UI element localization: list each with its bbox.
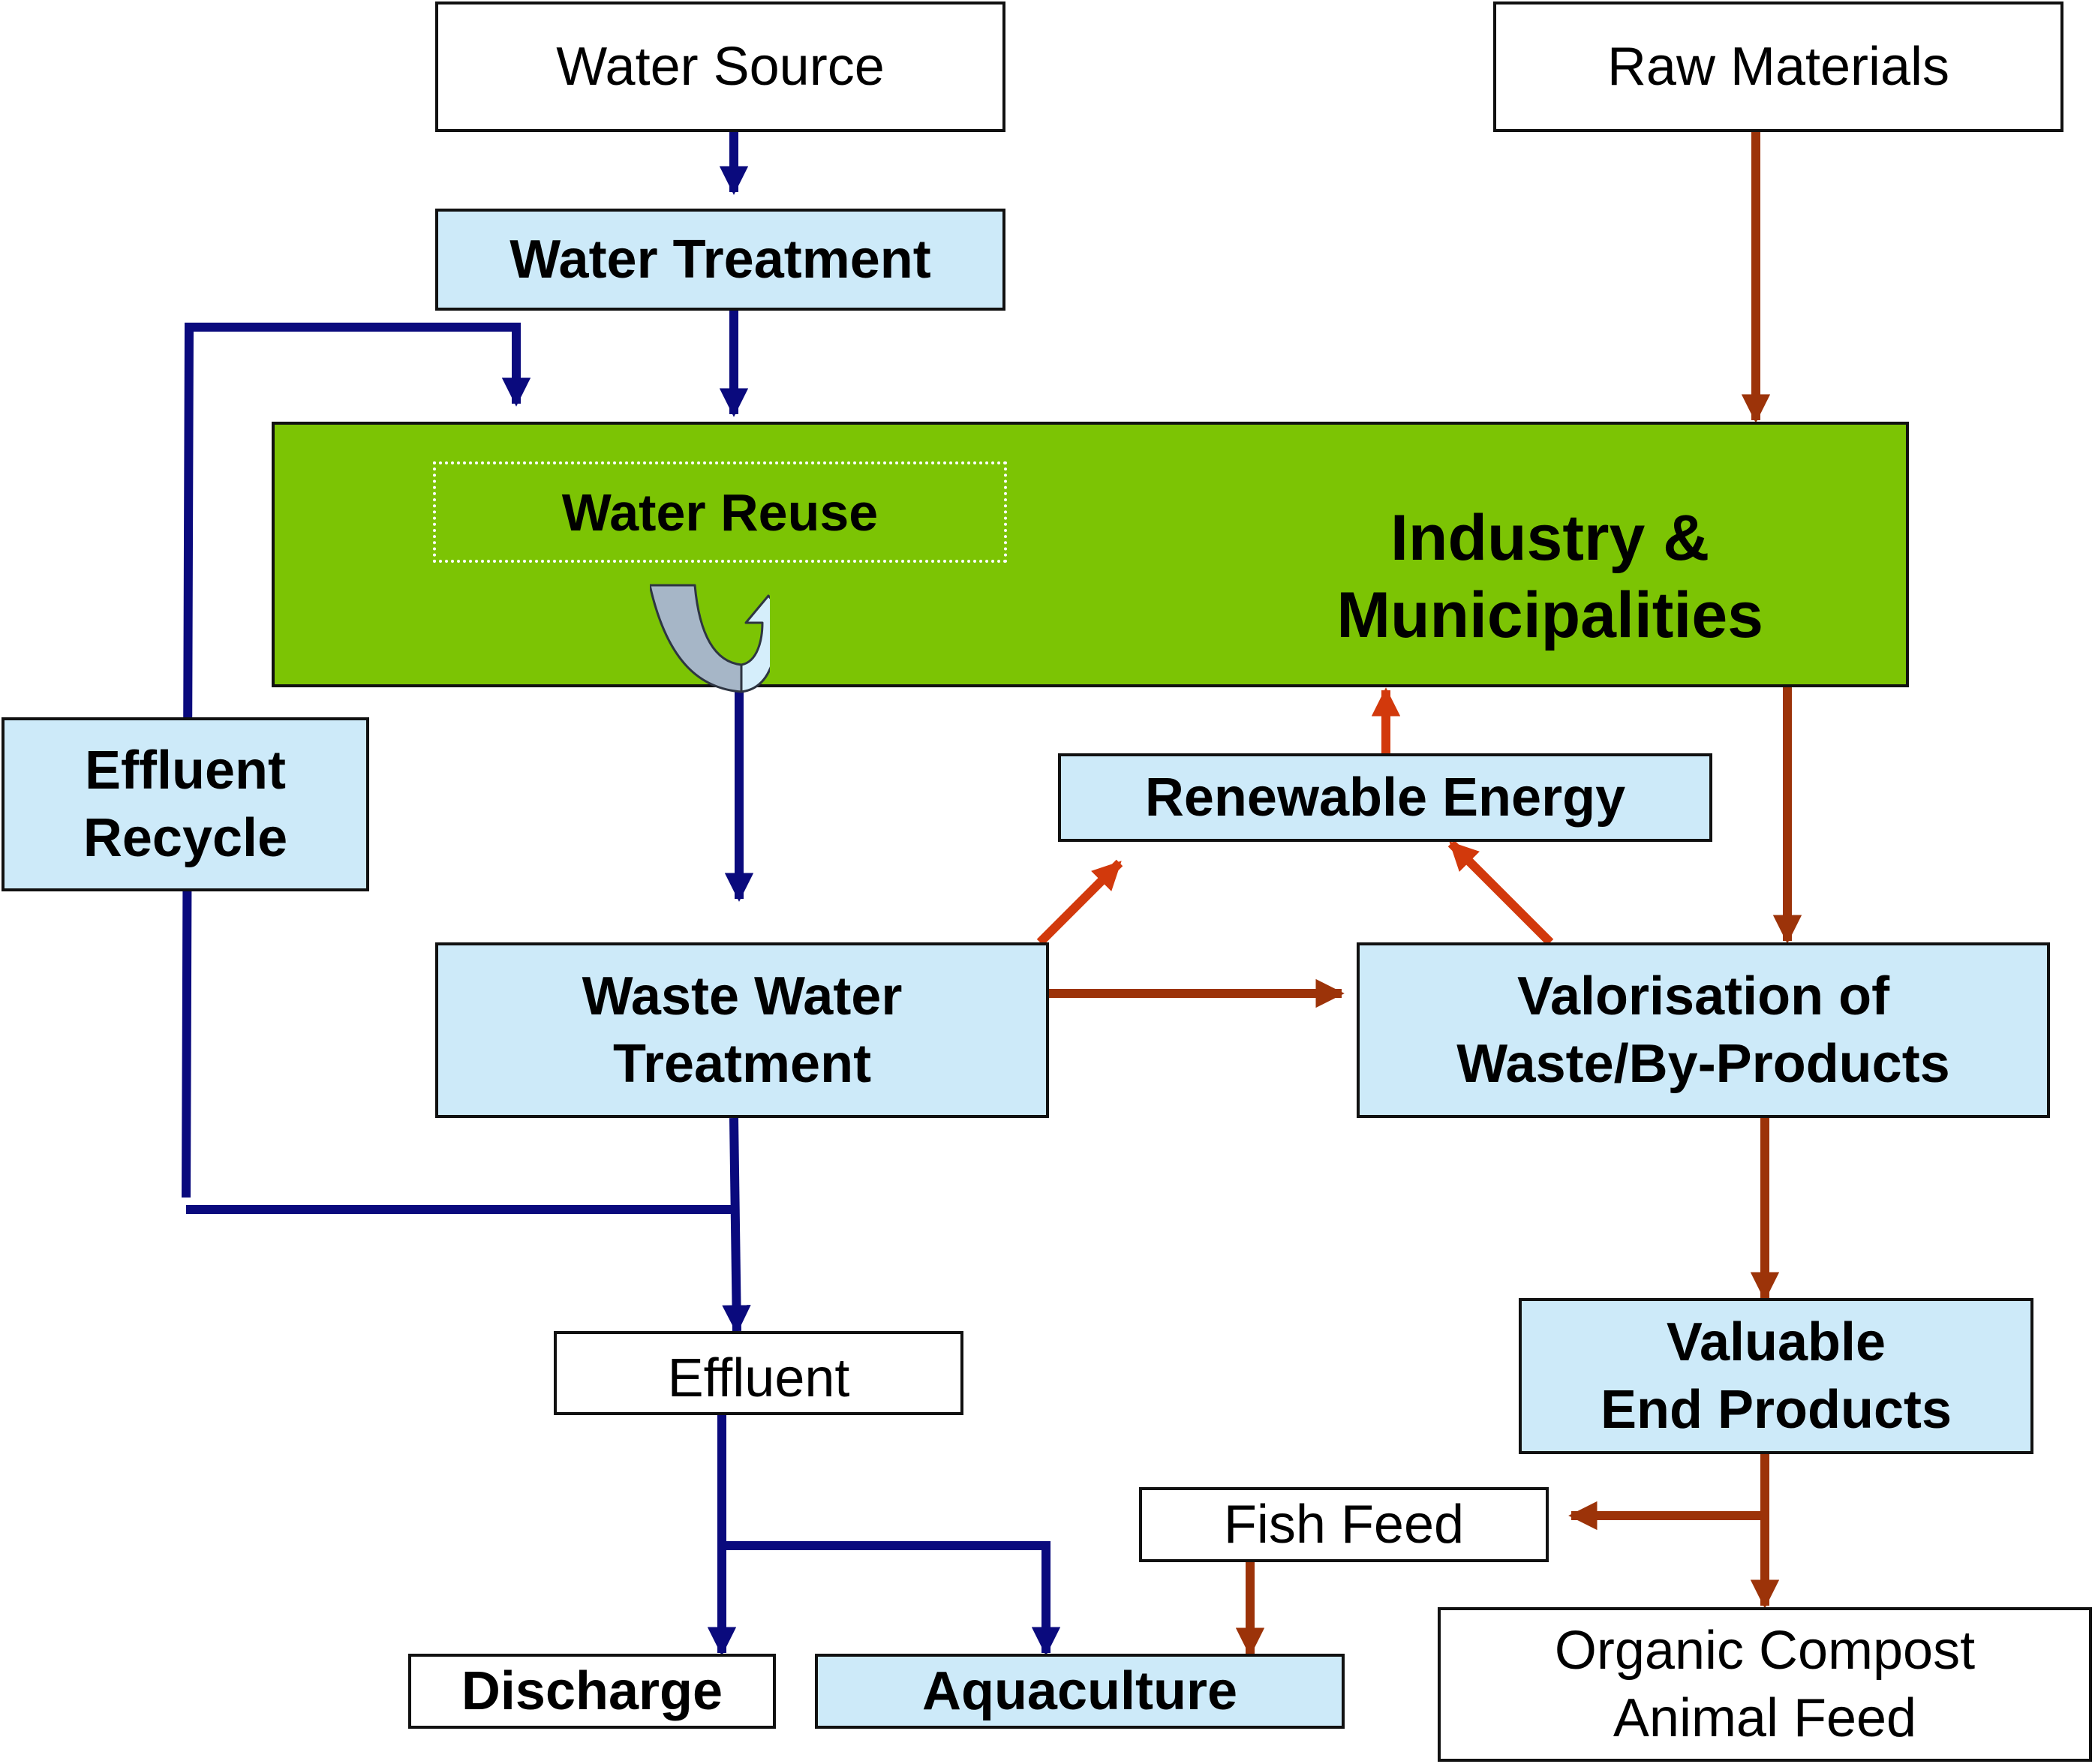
renewable-energy-label: Renewable Energy [1144, 768, 1626, 828]
end-products-line-1: Valuable [1666, 1312, 1886, 1372]
valorisation-line-2: Waste/By-Products [1456, 1034, 1950, 1094]
fish-feed-label: Fish Feed [1223, 1495, 1465, 1555]
water-treatment-label: Water Treatment [509, 230, 931, 290]
curved-recycle-arrow-icon [650, 584, 770, 693]
water-reuse-label: Water Reuse [561, 482, 879, 542]
wwt-line-2: Treatment [612, 1034, 872, 1094]
organic-compost-line-1: Organic Compost [1554, 1621, 1976, 1681]
industry-panel: Water Reuse Industry & Municipalities [272, 422, 1909, 693]
organic-compost-box: Organic Compost Animal Feed [1438, 1607, 2092, 1762]
arrow-wwt-to-energy [1036, 859, 1123, 946]
valorisation-box: Valorisation of Waste/By-Products [1357, 942, 2050, 1118]
arrow-wwt-to-effluent [722, 1117, 751, 1334]
aquaculture-label: Aquaculture [921, 1661, 1238, 1721]
arrow-valorisation-to-energy [1447, 840, 1554, 946]
end-products-line-2: End Products [1600, 1380, 1952, 1440]
renewable-energy-box: Renewable Energy [1058, 753, 1712, 842]
raw-materials-box: Raw Materials [1493, 2, 2063, 132]
fish-feed-box: Fish Feed [1139, 1487, 1549, 1562]
organic-compost-line-2: Animal Feed [1613, 1688, 1917, 1748]
water-source-box: Water Source [435, 2, 1005, 132]
industry-line-1: Industry & [1390, 502, 1710, 574]
water-source-label: Water Source [556, 37, 885, 97]
discharge-label: Discharge [461, 1661, 723, 1721]
effluent-box: Effluent [554, 1331, 963, 1415]
effluent-label: Effluent [667, 1348, 850, 1408]
industry-line-2: Municipalities [1336, 579, 1763, 652]
valorisation-line-1: Valorisation of [1516, 966, 1890, 1026]
effluent-recycle-line-2: Recycle [83, 808, 288, 868]
water-reuse-box: Water Reuse [433, 461, 1007, 563]
discharge-box: Discharge [408, 1654, 776, 1729]
waste-water-treatment-box: Waste Water Treatment [435, 942, 1049, 1118]
aquaculture-box: Aquaculture [815, 1654, 1345, 1729]
raw-materials-label: Raw Materials [1607, 37, 1950, 97]
valuable-end-products-box: Valuable End Products [1519, 1298, 2033, 1454]
effluent-recycle-box: Effluent Recycle [2, 717, 369, 891]
arrow-to-aquaculture [722, 1541, 1061, 1656]
wwt-line-1: Waste Water [582, 966, 903, 1026]
effluent-recycle-line-1: Effluent [85, 741, 286, 801]
water-treatment-box: Water Treatment [435, 209, 1005, 311]
industry-title: Industry & Municipalities [1336, 500, 1763, 654]
